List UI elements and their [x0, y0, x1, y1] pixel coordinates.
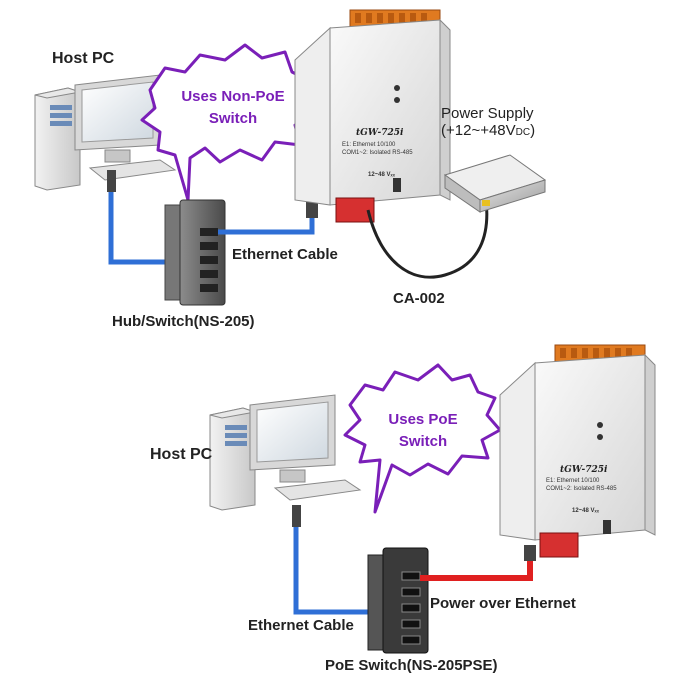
device-line2-top: COM1~2: Isolated RS-485	[342, 150, 413, 156]
device-connector-bottom	[524, 545, 536, 561]
poe-cable	[420, 555, 533, 581]
host-pc-bottom	[209, 394, 362, 511]
ca002-cable	[366, 199, 489, 279]
poe-switch-ns205pse	[367, 547, 429, 654]
host-pc-top	[34, 74, 177, 191]
bubble-line1-top: Uses Non-PoE	[181, 88, 285, 105]
ethernet-cable-top-left	[108, 192, 175, 265]
switch-label-top: Hub/Switch(NS-205)	[112, 313, 255, 330]
speech-bubble-bottom	[343, 363, 502, 514]
device-power-top: 12~48 Vₓₓ	[368, 172, 395, 178]
bubble-text-top: Uses Non-PoE Switch	[168, 86, 298, 130]
bubble-line2-bottom: Switch	[398, 433, 448, 450]
ethernet-cable-label-bottom: Ethernet Cable	[248, 617, 354, 634]
device-model-bottom: tGW-725i	[560, 465, 608, 475]
bubble-text-bottom: Uses PoE Switch	[368, 409, 478, 453]
bubble-line1-bottom: Uses PoE	[388, 411, 458, 428]
tgw-device-top	[294, 9, 451, 223]
hub-switch-ns205	[164, 199, 226, 306]
device-line1-bottom: E1: Ethernet 10/100	[546, 478, 600, 484]
ca002-label: CA-002	[393, 290, 445, 307]
power-supply-line1: Power Supply	[441, 105, 534, 122]
ethernet-cable-bottom	[293, 527, 385, 615]
power-supply-label: Power Supply (+12~+48VDC)	[441, 105, 535, 139]
device-connector-top	[306, 200, 318, 218]
poe-label: Power over Ethernet	[430, 595, 576, 612]
ethernet-cable-top-right	[218, 210, 315, 235]
ethernet-cable-label-top: Ethernet Cable	[232, 246, 338, 263]
power-supply-line2: (+12~+48VDC)	[441, 122, 536, 139]
power-supply	[443, 154, 547, 213]
device-line2-bottom: COM1~2: Isolated RS-485	[546, 486, 617, 492]
pc-connector-top	[107, 170, 116, 192]
host-pc-label-top: Host PC	[52, 50, 115, 67]
device-line1-top: E1: Ethernet 10/100	[342, 142, 396, 148]
host-pc-label-bottom: Host PC	[150, 446, 213, 463]
power-supply-subscript: DC	[515, 127, 531, 138]
pc-connector-bottom	[292, 505, 301, 527]
device-model-top: tGW-725i	[356, 128, 404, 138]
switch-label-bottom: PoE Switch(NS-205PSE)	[325, 657, 498, 674]
tgw-device-bottom	[499, 344, 656, 558]
bubble-line2-top: Switch	[208, 110, 258, 127]
device-power-bottom: 12~48 Vₓₓ	[572, 508, 599, 514]
